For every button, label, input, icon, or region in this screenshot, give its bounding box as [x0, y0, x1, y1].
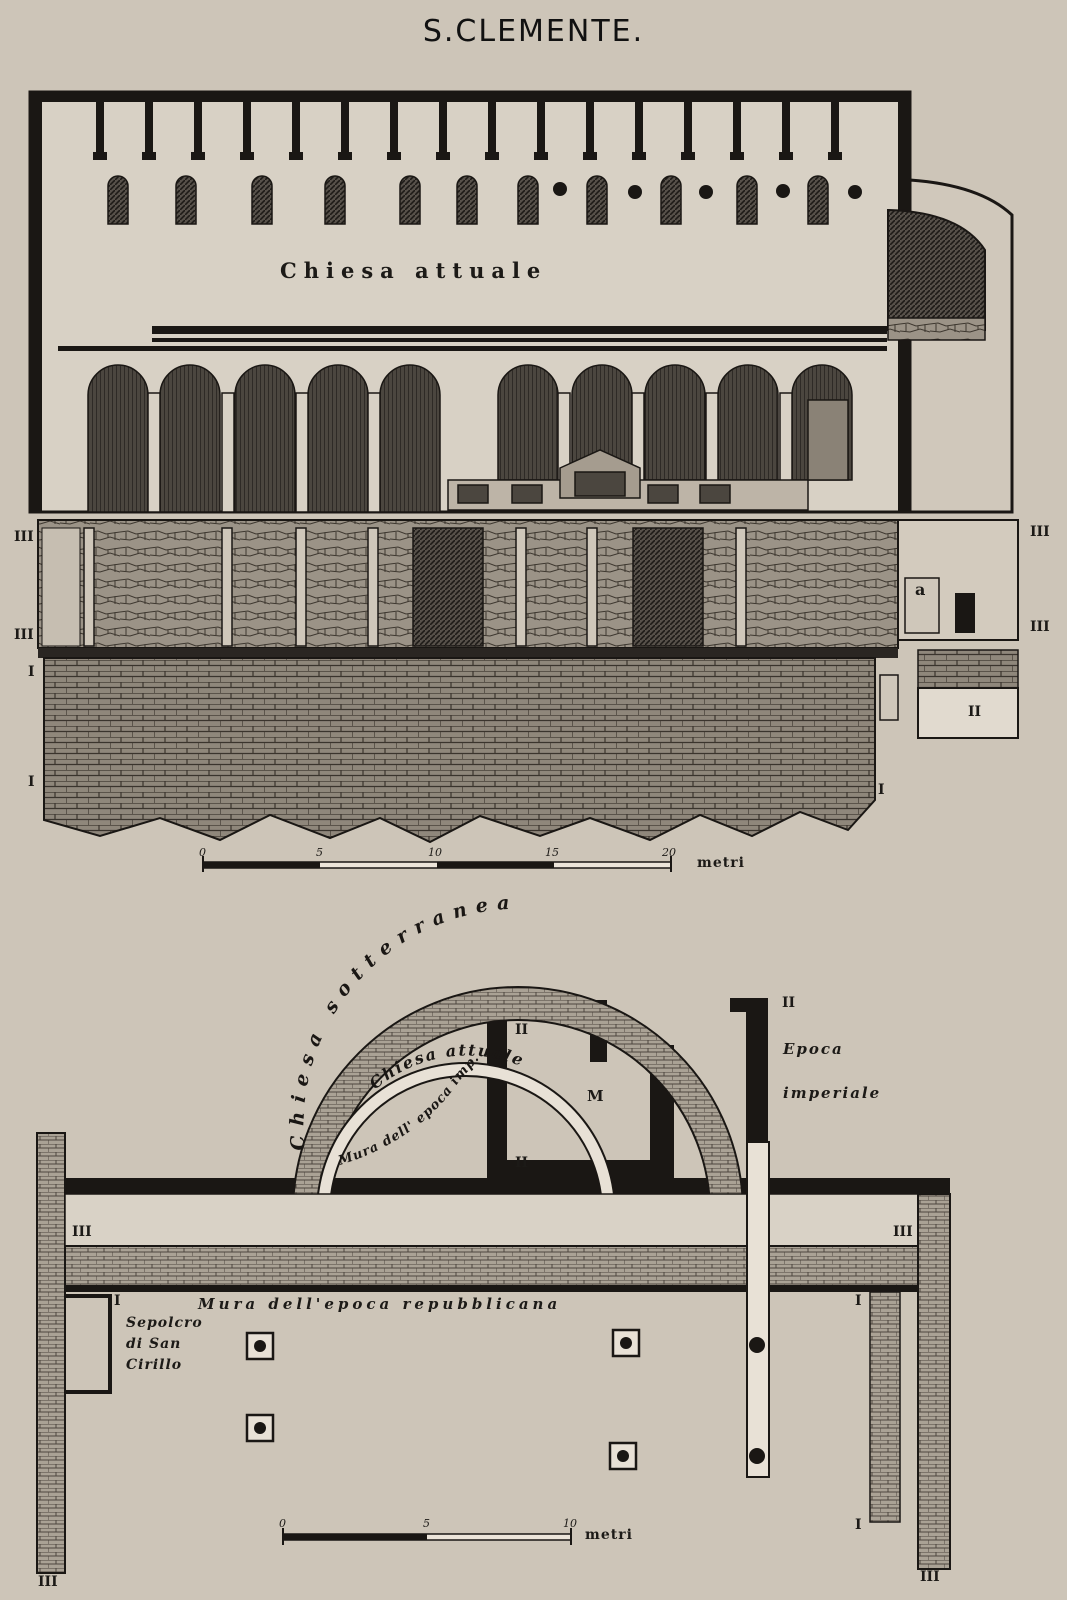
level-mark: III — [14, 627, 34, 643]
choir-enclosure — [447, 399, 849, 511]
section-church-label: Chiesa attuale — [280, 258, 548, 283]
scale-tick-label: 15 — [545, 846, 559, 859]
republican-masonry — [43, 657, 876, 844]
level-mark: III — [1030, 524, 1050, 540]
level-mark: III — [14, 529, 34, 545]
fresco-panel-left — [412, 527, 484, 647]
level-mark: III — [1030, 619, 1050, 635]
imperial-corridor — [746, 1141, 770, 1478]
epoca-label-line2: imperiale — [783, 1084, 882, 1102]
plan-scale-bar — [282, 1528, 572, 1545]
level-mark: I — [28, 774, 35, 790]
scale-unit: metri — [697, 855, 745, 871]
republican-wall-band — [64, 1245, 951, 1287]
tomb-label-line2: di San — [126, 1336, 182, 1352]
section-scale-bar — [202, 856, 672, 872]
plan-scale-tick-label: 0 — [279, 1517, 286, 1530]
republican-wall-label: Mura dell'epoca repubblicana — [198, 1295, 562, 1313]
page-title: S.CLEMENTE. — [422, 14, 645, 49]
plan-scale-tick-label: 10 — [563, 1517, 577, 1530]
plan-level-mark: III — [38, 1574, 58, 1590]
plan-level-mark: I — [114, 1293, 121, 1309]
plan-level-mark: II — [782, 995, 796, 1011]
clerestory-brackets — [93, 102, 842, 160]
plan-letter-m: M — [587, 1087, 604, 1105]
clerestory-windows — [107, 175, 829, 225]
plan-level-mark: I — [855, 1517, 862, 1533]
level-mark: I — [878, 782, 885, 798]
nave-arcade — [87, 364, 853, 513]
plan-level-mark: I — [855, 1293, 862, 1309]
plan-scale-tick-label: 5 — [423, 1517, 430, 1530]
column-bases — [245, 1328, 641, 1471]
plan-left-wall — [36, 1132, 66, 1574]
plan-level-mark: III — [893, 1224, 913, 1240]
fresco-panel-right — [632, 527, 704, 647]
scale-tick-label: 0 — [199, 846, 206, 859]
apse-mosaic — [887, 208, 986, 331]
tomb-outline — [65, 1294, 112, 1394]
plan-level-mark: III — [72, 1224, 92, 1240]
level-mark: II — [968, 704, 982, 720]
tomb-label-line1: Sepolcro — [126, 1315, 203, 1331]
plan-level-mark: III — [920, 1569, 940, 1585]
rose-windows — [553, 182, 862, 199]
scale-tick-label: 20 — [662, 846, 676, 859]
tomb-label-line3: Cirillo — [126, 1357, 183, 1373]
plan-level-mark: II — [515, 1022, 529, 1038]
plan-scale-unit: metri — [585, 1527, 633, 1543]
lower-columns — [83, 527, 747, 647]
scale-tick-label: 10 — [428, 846, 442, 859]
plan-level-mark: II — [515, 1155, 529, 1171]
room-letter: a — [915, 580, 926, 599]
epoca-label-line1: Epoca — [783, 1040, 844, 1058]
scale-tick-label: 5 — [316, 846, 323, 859]
plan-right-wall — [917, 1193, 951, 1570]
level-mark: I — [28, 664, 35, 680]
